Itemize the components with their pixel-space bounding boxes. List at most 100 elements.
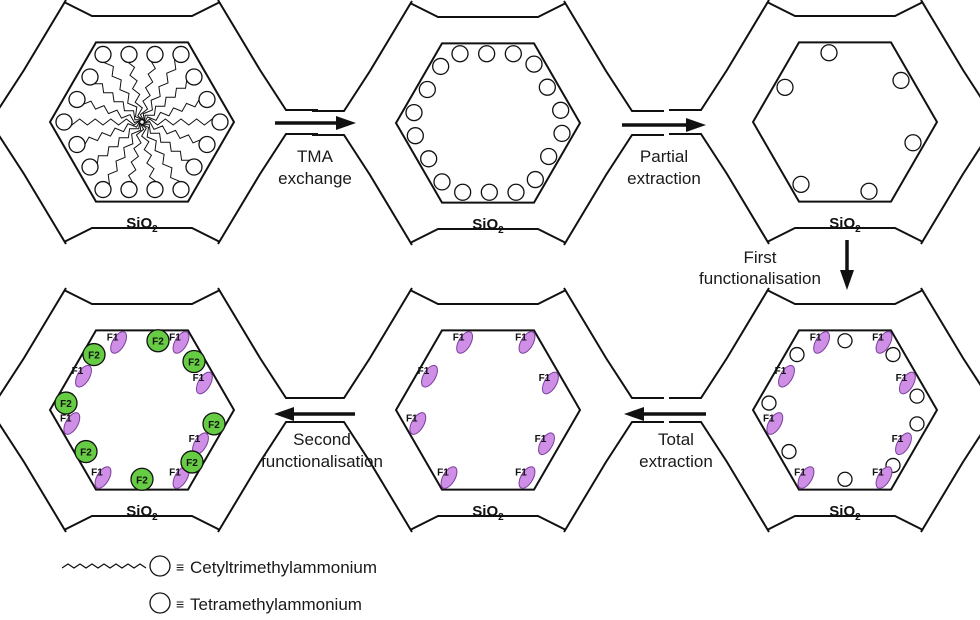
- pore-wall: [48, 329, 236, 491]
- surfactant-tail: [138, 122, 158, 190]
- surfactant-head: [172, 45, 190, 64]
- step-label-tma-line2: exchange: [278, 169, 352, 188]
- legend-ctab-label: Cetyltrimethylammonium: [190, 558, 377, 577]
- pore-wall: [394, 42, 582, 204]
- neighbour-pore-wall: [0, 287, 67, 397]
- surfactant-head: [81, 68, 99, 86]
- neighbour-pore-wall: [312, 134, 413, 246]
- surfactant-head: [198, 135, 216, 154]
- surfactant-tail: [141, 118, 221, 126]
- f1-label: F1: [539, 373, 551, 384]
- tma-cation: [761, 395, 777, 411]
- sio2-subscript: 2: [855, 224, 861, 235]
- f1-group: [195, 371, 213, 395]
- f1-label: F1: [763, 414, 775, 425]
- f1-ellipse: [409, 412, 427, 435]
- neighbour-pore-wall: [669, 287, 770, 399]
- tma-cation: [789, 346, 805, 363]
- f1-ellipse: [898, 371, 916, 395]
- surfactant-tail: [139, 54, 156, 123]
- f1-ellipse: [94, 466, 112, 489]
- legend-ctab-symbol: ≡: [176, 559, 184, 575]
- surfactant-tail: [140, 123, 195, 168]
- surfactant-tail: [76, 118, 142, 146]
- f1-group: [421, 364, 438, 388]
- sio2-label: SiO2: [472, 216, 504, 236]
- pore-panel-3: SiO2: [669, 0, 980, 245]
- tma-cation: [420, 150, 438, 168]
- neighbour-pore-wall: [63, 515, 221, 531]
- tma-cation: [405, 103, 423, 122]
- f1-label: F1: [794, 468, 806, 479]
- tma-cation: [540, 147, 558, 166]
- f1-ellipse: [440, 466, 458, 489]
- surfactant-tail: [76, 99, 144, 124]
- tma-cation: [418, 80, 436, 99]
- step-label-first-line2: functionalisation: [699, 269, 821, 288]
- tma-cation: [820, 44, 838, 62]
- legend-tma-label: Tetramethylammonium: [190, 595, 362, 614]
- f1-group: [538, 432, 555, 456]
- neighbour-pore-wall: [669, 133, 770, 245]
- step-label-partial-line1: Partial: [640, 147, 688, 166]
- sio2-text: SiO: [829, 503, 855, 520]
- f1-group: [813, 331, 831, 354]
- f1-group: [766, 412, 784, 435]
- neighbour-pore-wall: [0, 135, 67, 245]
- neighbour-pore-wall: [312, 421, 413, 533]
- step-label-total-line1: Total: [658, 430, 694, 449]
- arrow-tma-exchange: [275, 116, 356, 130]
- sio2-text: SiO: [126, 215, 152, 232]
- surfactant-head: [120, 45, 138, 64]
- f2-circle: [182, 349, 206, 374]
- neighbour-pore-wall: [409, 289, 567, 305]
- neighbour-pore-wall: [0, 0, 67, 109]
- tma-cation: [909, 388, 925, 404]
- tma-cation: [507, 183, 525, 201]
- sio2-text: SiO: [472, 216, 498, 233]
- legend-tma-symbol: ≡: [176, 596, 184, 612]
- pore-wall: [751, 329, 939, 491]
- f1-ellipse: [518, 331, 536, 354]
- f1-group: [94, 466, 112, 489]
- f1-ellipse: [538, 432, 555, 456]
- surfactant-tail: [63, 118, 143, 126]
- f1-group: [875, 466, 893, 489]
- f2-circle: [54, 391, 78, 415]
- sio2-subscript: 2: [498, 512, 504, 523]
- surfactant-head: [68, 90, 86, 109]
- arrow-total-extraction: [624, 407, 706, 421]
- sio2-subscript: 2: [152, 224, 158, 235]
- neighbour-pore-wall: [312, 0, 413, 112]
- surfactant-head: [185, 158, 203, 176]
- f1-group: [518, 466, 536, 489]
- neighbour-pore-wall: [563, 134, 664, 246]
- f2-label: F2: [88, 351, 100, 362]
- neighbour-pore-wall: [920, 434, 980, 533]
- tma-cation: [478, 45, 496, 63]
- pore-wall: [751, 41, 939, 203]
- f1-ellipse: [766, 412, 784, 435]
- sio2-subscript: 2: [152, 512, 158, 523]
- sio2-label: SiO2: [829, 215, 861, 235]
- tma-cation: [432, 57, 450, 76]
- neighbour-pore-wall: [766, 289, 924, 305]
- sio2-subscript: 2: [855, 512, 861, 523]
- neighbour-pore-wall: [669, 0, 770, 111]
- surfactant-head: [68, 135, 86, 154]
- f1-group: [898, 371, 916, 395]
- f1-ellipse: [875, 331, 893, 354]
- neighbour-pore-wall: [312, 287, 413, 399]
- f1-label: F1: [91, 468, 103, 479]
- neighbour-pore-wall: [409, 228, 567, 244]
- step-label-tma-line1: TMA: [297, 147, 334, 166]
- sio2-text: SiO: [829, 215, 855, 232]
- f1-group: [875, 331, 893, 354]
- surfactant-head: [198, 90, 216, 109]
- f1-group: [440, 466, 458, 489]
- f2-circle: [82, 342, 106, 367]
- surfactant-tail: [143, 76, 195, 125]
